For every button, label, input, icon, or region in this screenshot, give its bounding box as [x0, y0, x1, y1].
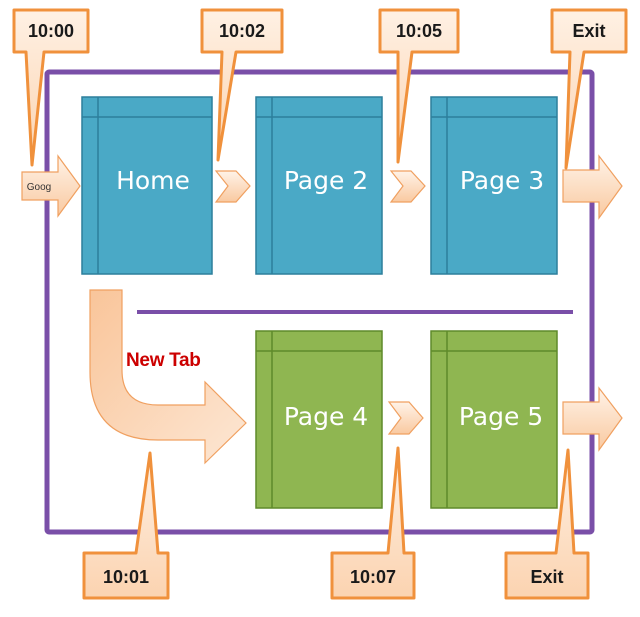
callout-10-00-label: 10:00	[28, 21, 74, 41]
page-2: Page 2	[255, 96, 383, 275]
entry-arrow-label: Goog	[27, 182, 51, 193]
chevron-home-to-page2-icon	[214, 170, 251, 203]
exit-arrow-top-icon	[562, 154, 623, 220]
page-3: Page 3	[430, 96, 558, 275]
page-5-label: Page 5	[459, 402, 543, 431]
new-tab-arrow	[89, 289, 247, 465]
session-frame	[44, 69, 595, 535]
page-4: Page 4	[255, 330, 383, 509]
callout-10-07: 10:07	[330, 446, 416, 600]
callout-10-01: 10:01	[82, 451, 170, 600]
callout-10-07-label: 10:07	[350, 567, 396, 587]
exit-arrow-bottom-icon	[562, 386, 623, 452]
page-5: Page 5	[430, 330, 558, 509]
callout-10-05-label: 10:05	[396, 21, 442, 41]
callout-10-01-label: 10:01	[103, 567, 149, 587]
new-tab-label: New Tab	[126, 350, 201, 371]
callout-exit-top-label: Exit	[572, 21, 605, 41]
callout-exit-top: Exit	[550, 8, 628, 170]
page-3-label: Page 3	[460, 166, 544, 195]
page-home-label: Home	[116, 166, 190, 195]
callout-10-02: 10:02	[200, 8, 284, 162]
callout-10-00: 10:00	[12, 8, 90, 167]
chevron-page4-to-page5-icon	[387, 401, 424, 435]
page-2-label: Page 2	[284, 166, 368, 195]
callout-exit-bottom: Exit	[504, 448, 590, 600]
callout-10-05: 10:05	[378, 8, 460, 164]
page-4-label: Page 4	[284, 402, 368, 431]
chevron-page2-to-page3-icon	[389, 170, 426, 203]
callout-exit-bottom-label: Exit	[530, 567, 563, 587]
callout-10-02-label: 10:02	[219, 21, 265, 41]
entry-arrow: Goog	[21, 154, 81, 218]
page-home: Home	[81, 96, 213, 275]
